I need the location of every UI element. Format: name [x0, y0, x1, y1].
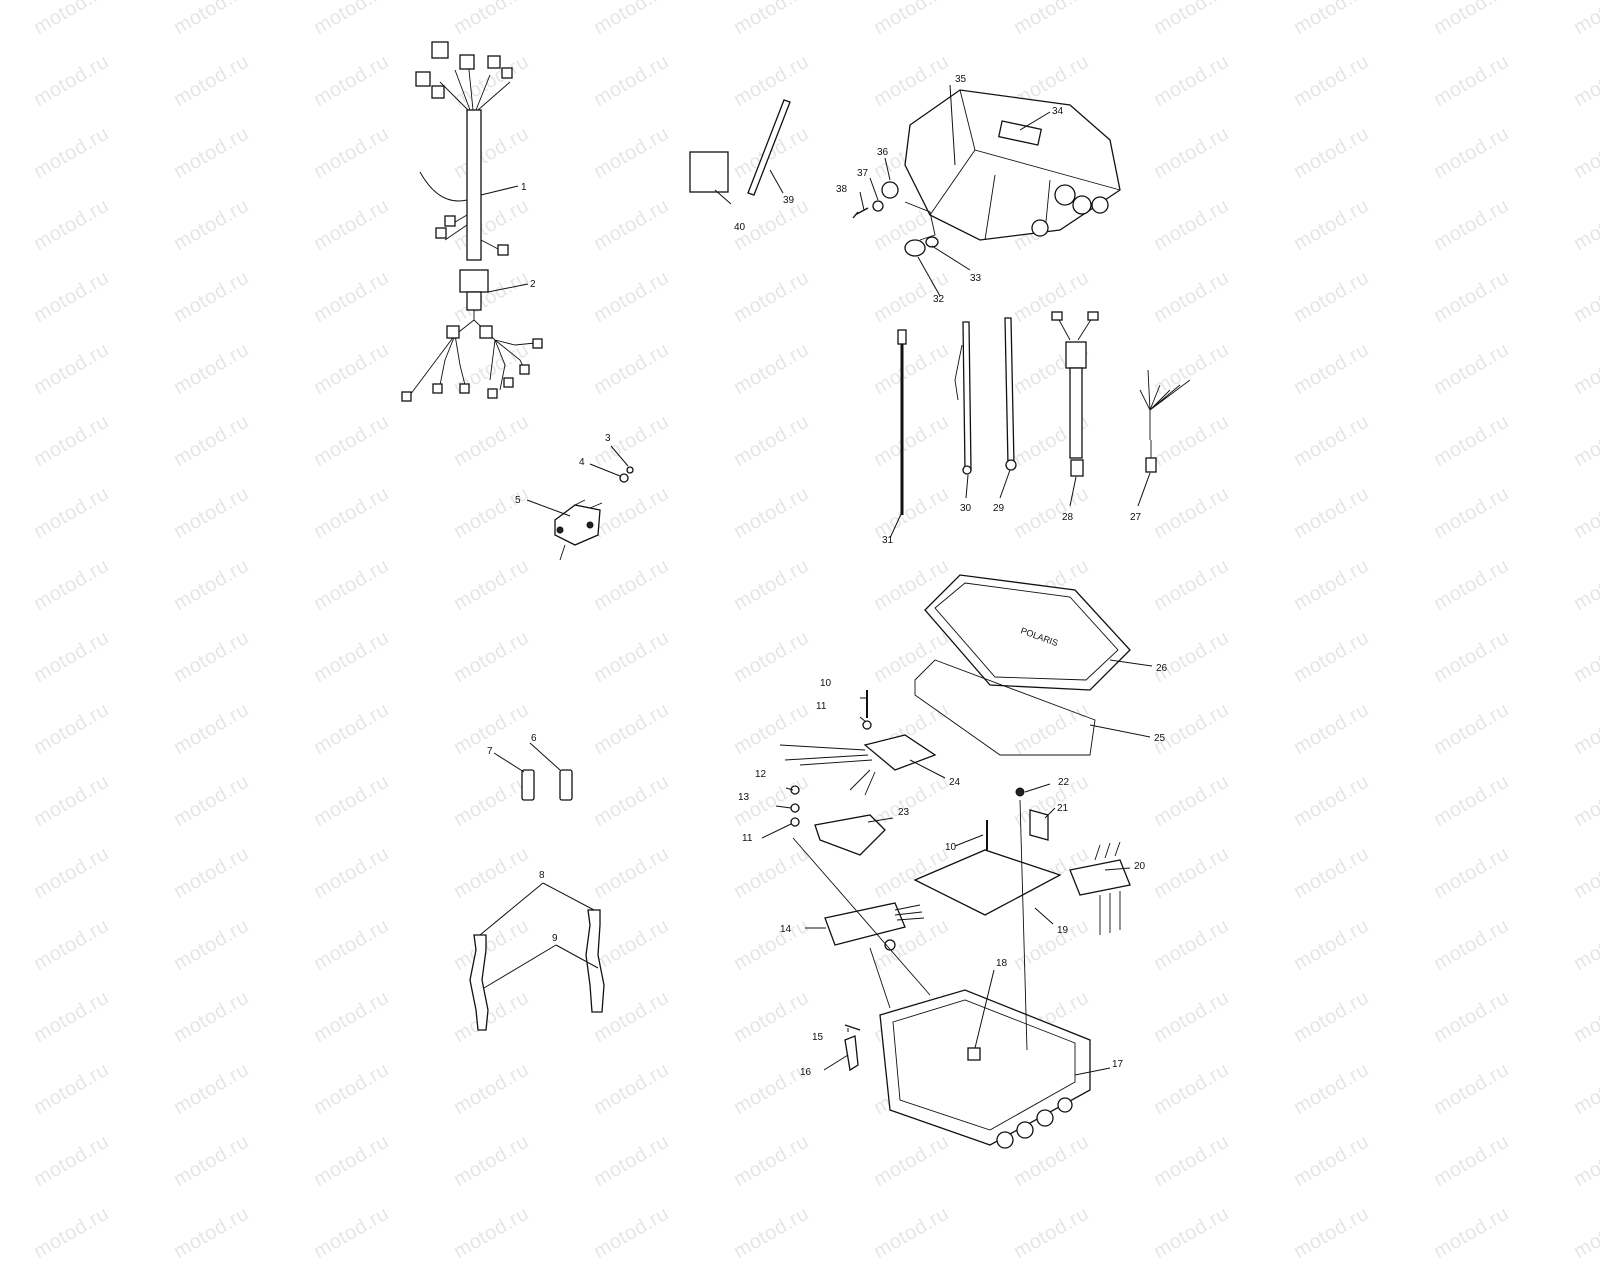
wiring-harness — [415, 41, 513, 261]
callout-40: 40 — [734, 222, 746, 233]
cables — [897, 311, 1191, 515]
callout-14: 14 — [780, 924, 792, 935]
callout-18: 18 — [996, 958, 1008, 969]
callout-30: 30 — [960, 503, 972, 514]
callout-8: 8 — [539, 870, 545, 881]
callout-4: 4 — [579, 457, 585, 468]
callout-28: 28 — [1062, 512, 1074, 523]
callout-12: 12 — [755, 769, 767, 780]
callout-3: 3 — [605, 433, 611, 444]
callout-32: 32 — [933, 294, 945, 305]
callout-35: 35 — [955, 74, 967, 85]
callout-19: 19 — [1057, 925, 1069, 936]
watermark-text: motod.ru — [1010, 1202, 1093, 1264]
switch-assembly — [554, 466, 634, 561]
callout-26: 26 — [1156, 663, 1168, 674]
callout-21: 21 — [1057, 803, 1069, 814]
watermark-text: motod.ru — [30, 1202, 113, 1264]
leader-lines — [480, 84, 1153, 1076]
watermark-text: motod.ru — [1150, 1202, 1233, 1264]
callout-31: 31 — [882, 535, 894, 546]
callout-29: 29 — [993, 503, 1005, 514]
callout-25: 25 — [1154, 733, 1166, 744]
watermark-text: motod.ru — [1290, 1202, 1373, 1264]
callout-22: 22 — [1058, 777, 1070, 788]
callout-7: 7 — [487, 746, 493, 757]
callout-9: 9 — [552, 933, 558, 944]
callout-10-mid: 10 — [945, 842, 957, 853]
callout-10-top: 10 — [820, 678, 832, 689]
fuses — [521, 769, 573, 801]
callout-15: 15 — [812, 1032, 824, 1043]
watermark-text: motod.ru — [730, 1202, 813, 1264]
callout-24: 24 — [949, 777, 961, 788]
callout-11-top: 11 — [816, 701, 827, 712]
callout-38: 38 — [836, 184, 848, 195]
internal-components — [779, 690, 1131, 1149]
exploded-parts-diagram: POLARIS — [401, 41, 1191, 1149]
watermark-text: motod.ru — [1430, 1202, 1513, 1264]
label-and-tie — [689, 99, 791, 196]
callout-16: 16 — [800, 1067, 812, 1078]
callout-labels: 1 2 3 4 5 6 7 8 9 10 10 11 11 12 13 14 1… — [487, 74, 1168, 1078]
sub-harness — [401, 269, 543, 402]
lid-and-gasket: POLARIS — [914, 574, 1131, 756]
callout-37: 37 — [857, 168, 869, 179]
watermark-text: motod.ru — [310, 1202, 393, 1264]
callout-6: 6 — [531, 733, 537, 744]
watermark-text: motod.ru — [870, 1202, 953, 1264]
straps — [469, 882, 605, 1031]
watermark-text: motod.ru — [450, 1202, 533, 1264]
callout-23: 23 — [898, 807, 910, 818]
callout-13: 13 — [738, 792, 750, 803]
callout-27: 27 — [1130, 512, 1142, 523]
callout-20: 20 — [1134, 861, 1146, 872]
watermark-text: motod.ru — [1570, 1202, 1600, 1264]
upper-electrical-box — [852, 89, 1121, 257]
callout-1: 1 — [521, 182, 527, 193]
callout-34: 34 — [1052, 106, 1064, 117]
callout-17: 17 — [1112, 1059, 1124, 1070]
callout-36: 36 — [877, 147, 889, 158]
watermark-text: motod.ru — [590, 1202, 673, 1264]
callout-33: 33 — [970, 273, 982, 284]
callout-39: 39 — [783, 195, 795, 206]
callout-5: 5 — [515, 495, 521, 506]
watermark-text: motod.ru — [170, 1202, 253, 1264]
callout-2: 2 — [530, 279, 536, 290]
callout-11-mid: 11 — [742, 833, 753, 844]
